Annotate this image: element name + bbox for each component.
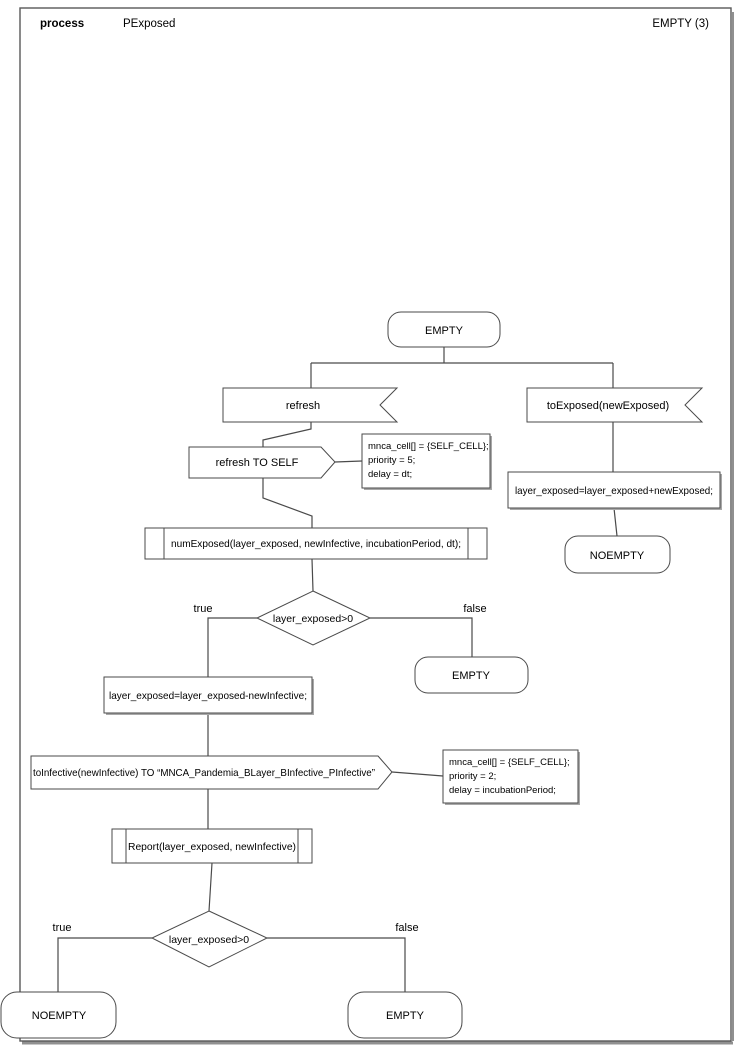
connectors: [57, 347, 618, 992]
state-label: EMPTY: [452, 670, 491, 682]
signal-send-shape: [188, 446, 336, 479]
procedure-box: [144, 527, 488, 560]
decision-layer-exposed-top: layer_exposed>0 true false: [194, 590, 487, 646]
signal-send-shape: [30, 755, 393, 790]
send-toinfective: toInfective(newInfective) TO “MNCA_Pande…: [30, 755, 393, 790]
task-label: layer_exposed=layer_exposed+newExposed;: [515, 485, 713, 497]
state-label: EMPTY: [425, 325, 464, 337]
decision-label: layer_exposed>0: [273, 613, 353, 625]
state-noempty-bottom: NOEMPTY: [0, 991, 117, 1039]
connector: [613, 507, 618, 537]
signal-label: refresh TO SELF: [216, 457, 299, 469]
state-empty-false: EMPTY: [414, 656, 529, 694]
comment-line: mnca_cell[] = {SELF_CELL};: [449, 757, 570, 768]
true-branch-label: true: [194, 603, 213, 615]
comment-line: delay = dt;: [368, 469, 412, 480]
task-sub-infective: layer_exposed=layer_exposed-newInfective…: [103, 676, 314, 715]
state-empty-start: EMPTY: [387, 311, 501, 348]
comment-toinfective: mnca_cell[] = {SELF_CELL}; priority = 2;…: [442, 749, 580, 805]
decision-diamond: [255, 590, 372, 646]
frame-border: [19, 7, 732, 1042]
connector-false-branch: [370, 617, 473, 657]
decision-label: layer_exposed>0: [169, 934, 249, 946]
comment-line: delay = incubationPeriod;: [449, 785, 556, 796]
procedure-box: [111, 828, 313, 864]
state-shape: [564, 535, 671, 574]
connector-true-branch: [207, 617, 257, 677]
diagram-frame: [19, 7, 734, 1045]
connector: [311, 558, 314, 592]
state-label: NOEMPTY: [590, 550, 645, 562]
signal-receive-shape: [222, 387, 399, 423]
connector-comment: [391, 771, 444, 777]
process-kind-label: process: [40, 18, 84, 30]
comment-refresh: mnca_cell[] = {SELF_CELL}; priority = 5;…: [361, 433, 492, 490]
connector: [208, 862, 213, 912]
task-box: [103, 676, 313, 714]
false-branch-label: false: [395, 922, 418, 934]
state-label: EMPTY: [386, 1010, 425, 1022]
signal-receive-shape: [526, 387, 704, 423]
comment-line: priority = 2;: [449, 771, 496, 782]
connector: [262, 478, 313, 528]
decision-layer-exposed-bottom: layer_exposed>0 true false: [53, 910, 419, 968]
comment-box: [442, 749, 579, 804]
decision-diamond: [150, 910, 269, 968]
comment-line: mnca_cell[] = {SELF_CELL};: [368, 441, 489, 452]
false-branch-label: false: [463, 603, 486, 615]
task-add-exposed: layer_exposed=layer_exposed+newExposed;: [507, 471, 722, 510]
state-shape: [414, 656, 529, 694]
state-shape: [347, 991, 463, 1039]
state-count-badge: EMPTY (3): [652, 18, 709, 30]
comment-box: [361, 433, 491, 489]
procedure-label: numExposed(layer_exposed, newInfective, …: [171, 538, 461, 550]
signal-label: toExposed(newExposed): [547, 400, 669, 412]
receive-refresh: refresh: [222, 387, 399, 423]
true-branch-label: true: [53, 922, 72, 934]
connector-true-branch: [57, 937, 152, 992]
connector-false-branch: [267, 937, 406, 992]
state-label: NOEMPTY: [32, 1010, 87, 1022]
state-empty-bottom: EMPTY: [347, 991, 463, 1039]
connector: [262, 422, 312, 447]
comment-line: priority = 5;: [368, 455, 415, 466]
process-name: PExposed: [123, 18, 175, 30]
procedure-label: Report(layer_exposed, newInfective): [128, 841, 296, 853]
call-report: Report(layer_exposed, newInfective): [111, 828, 313, 864]
state-shape: [0, 991, 117, 1039]
receive-toexposed: toExposed(newExposed): [526, 387, 704, 423]
call-numexposed: numExposed(layer_exposed, newInfective, …: [144, 527, 488, 560]
signal-label: toInfective(newInfective) TO “MNCA_Pande…: [33, 767, 375, 779]
diagram-header: process PExposed EMPTY (3): [40, 18, 709, 30]
send-refresh-to-self: refresh TO SELF: [188, 446, 336, 479]
task-box: [507, 471, 721, 509]
state-noempty-right: NOEMPTY: [564, 535, 671, 574]
connector-comment: [334, 460, 363, 463]
signal-label: refresh: [286, 400, 320, 412]
state-shape: [387, 311, 501, 348]
task-label: layer_exposed=layer_exposed-newInfective…: [109, 690, 307, 702]
